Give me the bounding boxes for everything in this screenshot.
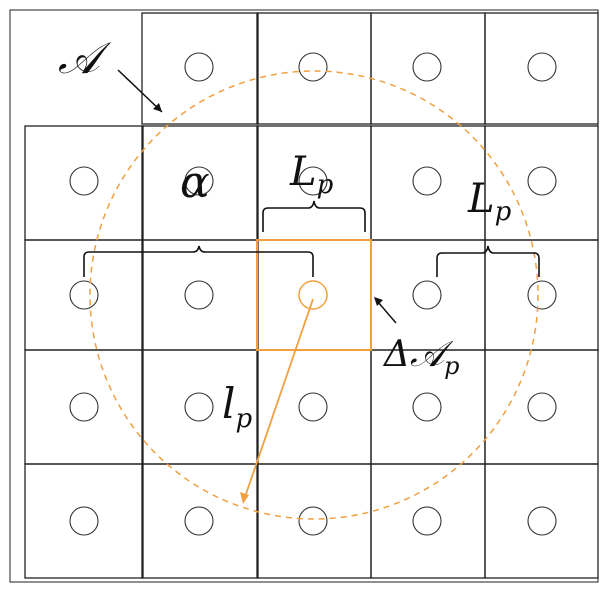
cell-size-right-brace — [436, 245, 540, 277]
cell-size-top-symbol: L — [289, 149, 317, 195]
region-pointer — [117, 69, 163, 113]
cell-size-right-symbol: L — [467, 176, 495, 222]
region-pointer-head — [153, 103, 162, 112]
lattice-cell — [24, 125, 144, 241]
distance-arrow-head — [240, 492, 249, 504]
distance-arrow — [244, 298, 314, 498]
cell-area-label: Δ𝒜p — [382, 334, 459, 380]
lattice-site — [184, 392, 214, 422]
distance-sub: p — [235, 404, 252, 434]
lattice-cell — [484, 349, 599, 465]
lattice-site — [412, 166, 442, 196]
cell-size-top-brace — [262, 200, 366, 232]
lattice-site — [527, 506, 557, 536]
lattice-site — [298, 506, 328, 536]
lattice-cell — [370, 463, 486, 579]
cell-area-pointer — [377, 301, 397, 324]
lattice-cell — [484, 463, 599, 579]
lattice-site — [412, 280, 442, 310]
lattice-site — [527, 52, 557, 82]
lattice-cell — [256, 463, 372, 579]
cell-area-pointer-head — [374, 297, 383, 306]
region-label: 𝒜 — [58, 33, 112, 84]
lattice-site — [69, 280, 99, 310]
lattice-site — [527, 280, 557, 310]
highlighted-cell — [256, 239, 372, 351]
cell-size-right-sub: p — [495, 197, 512, 227]
cell-area-sub: p — [444, 352, 459, 380]
cell-size-top-label: Lp — [289, 149, 334, 200]
lattice-site — [298, 52, 328, 82]
cell-area-symbol: Δ𝒜 — [382, 334, 454, 375]
distance-symbol: l — [222, 379, 235, 428]
lattice-cell — [370, 12, 486, 125]
cell-size-right-label: Lp — [467, 176, 512, 227]
lattice-site — [69, 506, 99, 536]
lattice-sites — [69, 52, 557, 536]
lattice-cell — [256, 239, 372, 351]
distance-label: lp — [222, 379, 252, 434]
lattice-site — [69, 392, 99, 422]
lattice-cells — [24, 12, 599, 579]
highlighted-site — [298, 280, 328, 310]
lattice-cell — [141, 239, 259, 351]
lattice-cell — [24, 463, 144, 579]
lattice-site — [412, 52, 442, 82]
lattice-cell — [256, 12, 372, 125]
lattice-site — [184, 506, 214, 536]
lattice-cell — [484, 239, 599, 351]
lattice-site — [412, 392, 442, 422]
lattice-site — [184, 280, 214, 310]
lattice-site — [298, 392, 328, 422]
lattice-cell — [484, 12, 599, 125]
lattice-cell — [141, 463, 259, 579]
lattice-site — [527, 166, 557, 196]
spacing-label: α — [180, 157, 210, 208]
region-boundary — [89, 70, 539, 520]
lattice-cell — [256, 349, 372, 465]
spacing-brace — [83, 245, 314, 277]
lattice-site — [527, 392, 557, 422]
lattice-cell — [24, 349, 144, 465]
lattice-site — [69, 166, 99, 196]
lattice-site — [298, 166, 328, 196]
lattice-site — [184, 52, 214, 82]
lattice-site — [184, 166, 214, 196]
lattice-cell — [141, 12, 259, 125]
cell-size-top-sub: p — [317, 170, 334, 200]
lattice-site — [412, 506, 442, 536]
